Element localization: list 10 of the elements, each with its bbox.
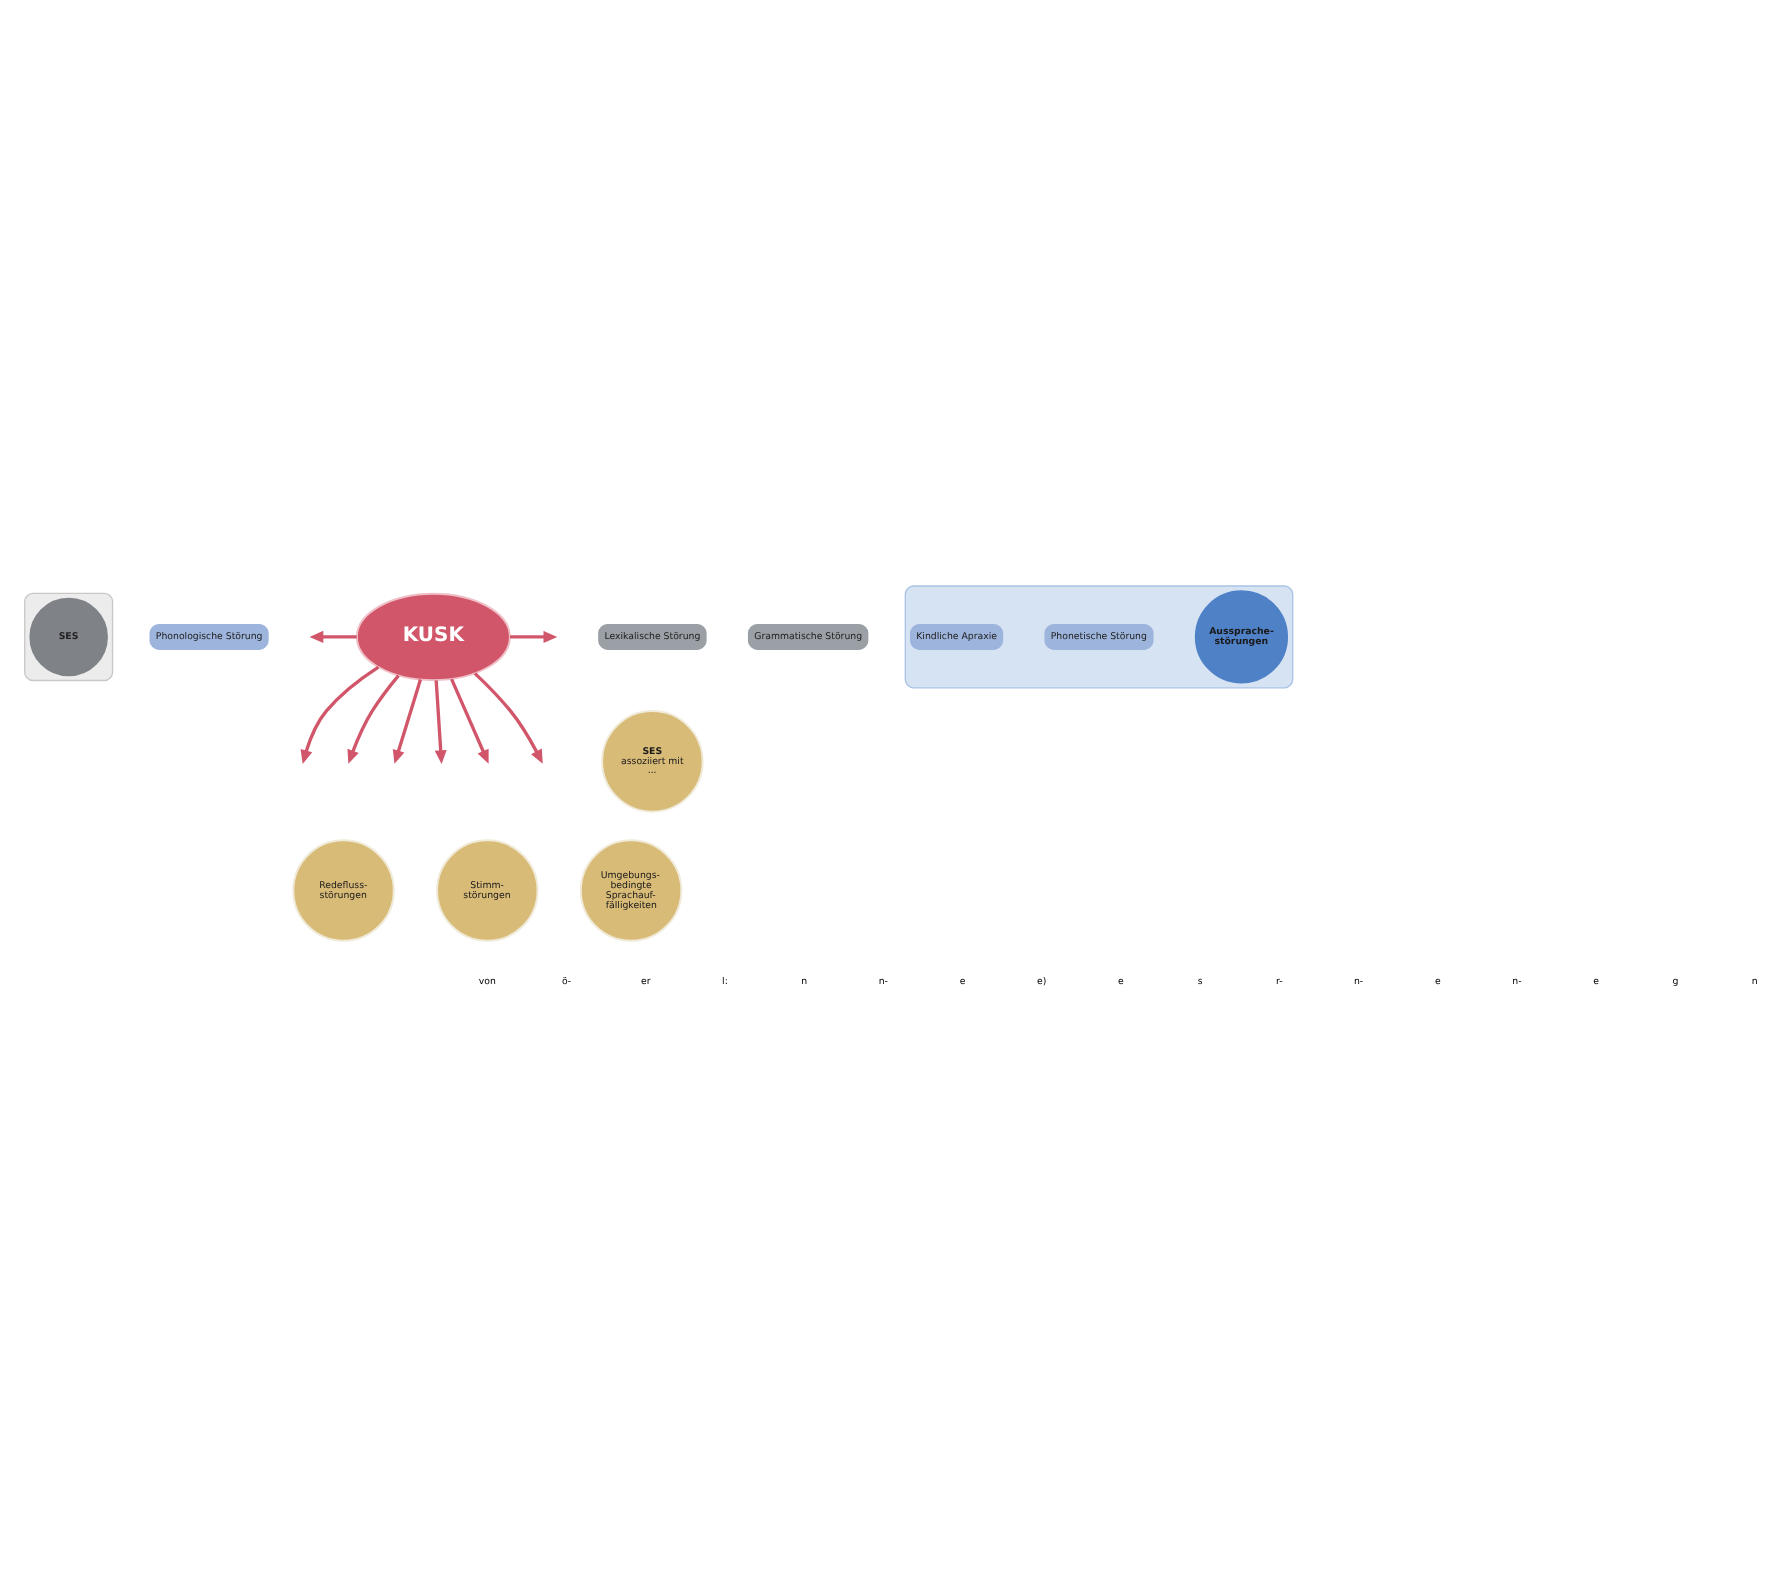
- arrow: [434, 679, 447, 764]
- node-ellipse: KUSK: [355, 591, 511, 681]
- cluster: [904, 584, 1294, 688]
- arrow: [510, 629, 558, 642]
- arrow: [300, 664, 380, 763]
- arrow: [309, 629, 357, 642]
- arrow: [473, 671, 543, 763]
- arrow: [347, 673, 400, 763]
- arrow: [392, 678, 423, 763]
- arrow: [450, 677, 489, 763]
